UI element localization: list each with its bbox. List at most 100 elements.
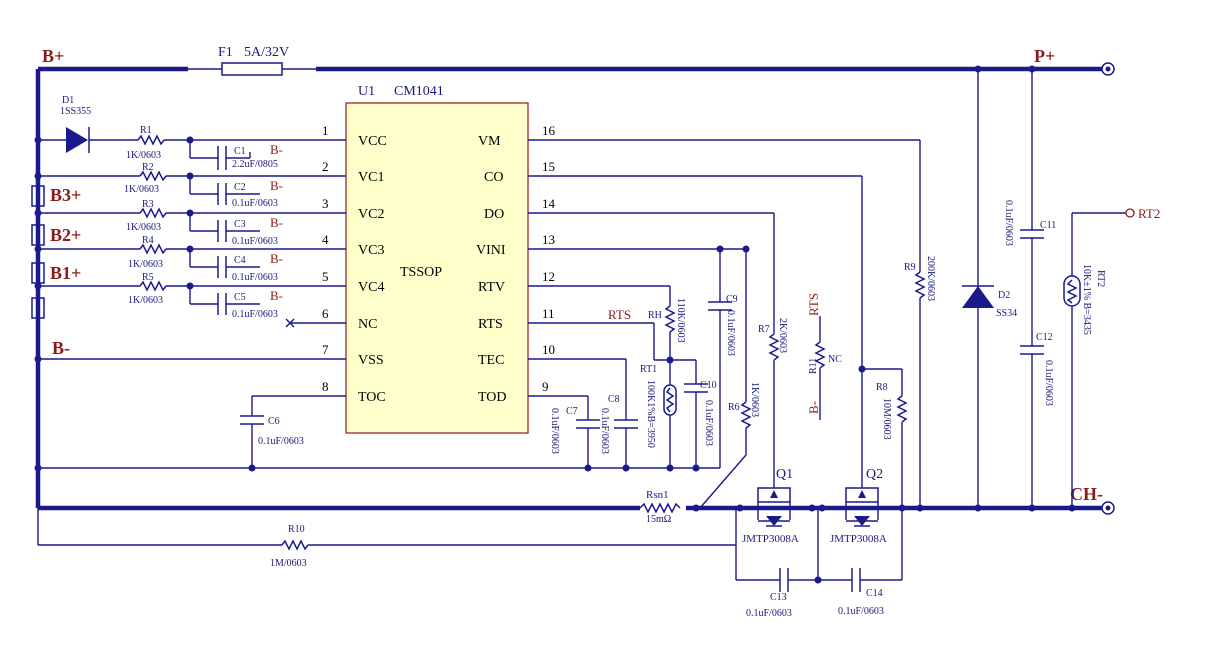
pin-8-num: 8 (322, 379, 329, 394)
terminal-ch-minus (1101, 501, 1115, 515)
pin-3-num: 3 (322, 196, 329, 211)
c6-capacitor (34, 395, 590, 472)
pin-10-num: 10 (542, 342, 555, 357)
c5-ref: C5 (234, 292, 246, 303)
r5-ref: R5 (142, 272, 154, 283)
rh-ref: RH (648, 310, 662, 321)
c4-ref: C4 (234, 255, 246, 266)
b-minus-label: B- (52, 338, 70, 358)
power-buses (35, 66, 1102, 511)
ic-package: TSSOP (400, 265, 442, 280)
c10-value: 0.1uF/0603 (703, 400, 714, 446)
terminal-p-plus (1101, 62, 1115, 76)
rts-net-label: RTS (608, 307, 631, 322)
rt1-value: 100K1%B=3950 (645, 380, 656, 448)
pin-7-num: 7 (322, 342, 329, 357)
rsn1-value: 15mΩ (646, 514, 671, 525)
b-plus-label: B+ (42, 46, 64, 66)
c10-ref: C10 (700, 380, 717, 391)
pin-15-num: 15 (542, 159, 555, 174)
ic-left-pins (290, 139, 346, 397)
c13-ref: C13 (770, 592, 787, 603)
ic-part: CM1041 (394, 84, 444, 99)
q1-value: JMTP3008A (742, 533, 799, 545)
c5-value: 0.1uF/0603 (232, 309, 278, 320)
pin-15-name: CO (484, 170, 503, 185)
c13-value: 0.1uF/0603 (746, 608, 792, 619)
c11-ref: C11 (1040, 220, 1056, 231)
rt1-ref: RT1 (640, 364, 657, 375)
r11-bminus-label: B- (806, 401, 821, 414)
pin-14-name: DO (484, 207, 504, 222)
c14-value: 0.1uF/0603 (838, 606, 884, 617)
pin-8-name: TOC (358, 390, 386, 405)
pin-11-name: RTS (478, 317, 503, 332)
d1-ref: D1 (62, 95, 74, 106)
rt2-ref: RT2 (1095, 270, 1106, 287)
r8-value: 10M/0603 (881, 398, 892, 440)
pin-12-num: 12 (542, 269, 555, 284)
pin-7-name: VSS (358, 353, 384, 368)
r9-ref: R9 (904, 262, 916, 273)
c3-gnd-label: B- (270, 215, 283, 230)
r4-ref: R4 (142, 235, 154, 246)
rt2-value: 10K±1% B=3435 (1081, 264, 1092, 335)
r7-ref: R7 (758, 324, 770, 335)
q2-ref: Q2 (866, 467, 883, 482)
c12-value: 0.1uF/0603 (1043, 360, 1054, 406)
ch-minus-label: CH- (1070, 484, 1103, 504)
c8-ref: C8 (608, 394, 620, 405)
r5-value: 1K/0603 (128, 295, 163, 306)
rt2-connector-label: RT2 (1138, 206, 1160, 221)
rsn1-ref: Rsn1 (646, 489, 669, 501)
pin-4-name: VC3 (358, 243, 384, 258)
r6-ref: R6 (728, 402, 740, 413)
pin-14-num: 14 (542, 196, 556, 211)
c2-value: 0.1uF/0603 (232, 198, 278, 209)
d2-value: SS34 (996, 308, 1017, 319)
c1-gnd-label: B- (270, 142, 283, 157)
fuse-f1 (188, 62, 316, 76)
pin-4-num: 4 (322, 232, 329, 247)
b1-plus-label: B1+ (50, 263, 81, 283)
pin-12-name: RTV (478, 280, 505, 295)
ic-ref: U1 (358, 84, 375, 99)
r4-value: 1K/0603 (128, 259, 163, 270)
r7-value: 2K/0603 (777, 318, 788, 353)
pin-16-name: VM (478, 134, 501, 149)
fuse-value: 5A/32V (244, 45, 289, 60)
c14-ref: C14 (866, 588, 883, 599)
r2-ref: R2 (142, 162, 154, 173)
pin-5-name: VC4 (358, 280, 384, 295)
q2-value: JMTP3008A (830, 533, 887, 545)
c7-ref: C7 (566, 406, 578, 417)
right-network-wiring (37, 65, 1135, 592)
q1-ref: Q1 (776, 467, 793, 482)
c2-ref: C2 (234, 182, 246, 193)
pin-5-num: 5 (322, 269, 329, 284)
c12-ref: C12 (1036, 332, 1053, 343)
b2-plus-label: B2+ (50, 225, 81, 245)
r11-rts-label: RTS (806, 293, 821, 316)
c11-value: 0.1uF/0603 (1003, 200, 1014, 246)
c9-ref: C9 (726, 294, 738, 305)
r2-value: 1K/0603 (124, 184, 159, 195)
c4-gnd-label: B- (270, 251, 283, 266)
pin-9-num: 9 (542, 379, 549, 394)
ic-u1-body (345, 102, 529, 434)
r11-value: NC (828, 354, 842, 365)
c7-value: 0.1uF/0603 (549, 408, 560, 454)
c3-value: 0.1uF/0603 (232, 236, 278, 247)
pin-6-num: 6 (322, 306, 329, 321)
r9-value: 200K/0603 (925, 256, 936, 301)
c3-ref: C3 (234, 219, 246, 230)
d1-value: 1SS355 (60, 106, 91, 117)
pin-2-num: 2 (322, 159, 329, 174)
r10-ref: R10 (288, 524, 305, 535)
c2-gnd-label: B- (270, 178, 283, 193)
pin-16-num: 16 (542, 123, 556, 138)
c6-value: 0.1uF/0603 (258, 436, 304, 447)
r10-value: 1M/0603 (270, 558, 307, 569)
pin-3-name: VC2 (358, 207, 384, 222)
r1-value: 1K/0603 (126, 150, 161, 161)
